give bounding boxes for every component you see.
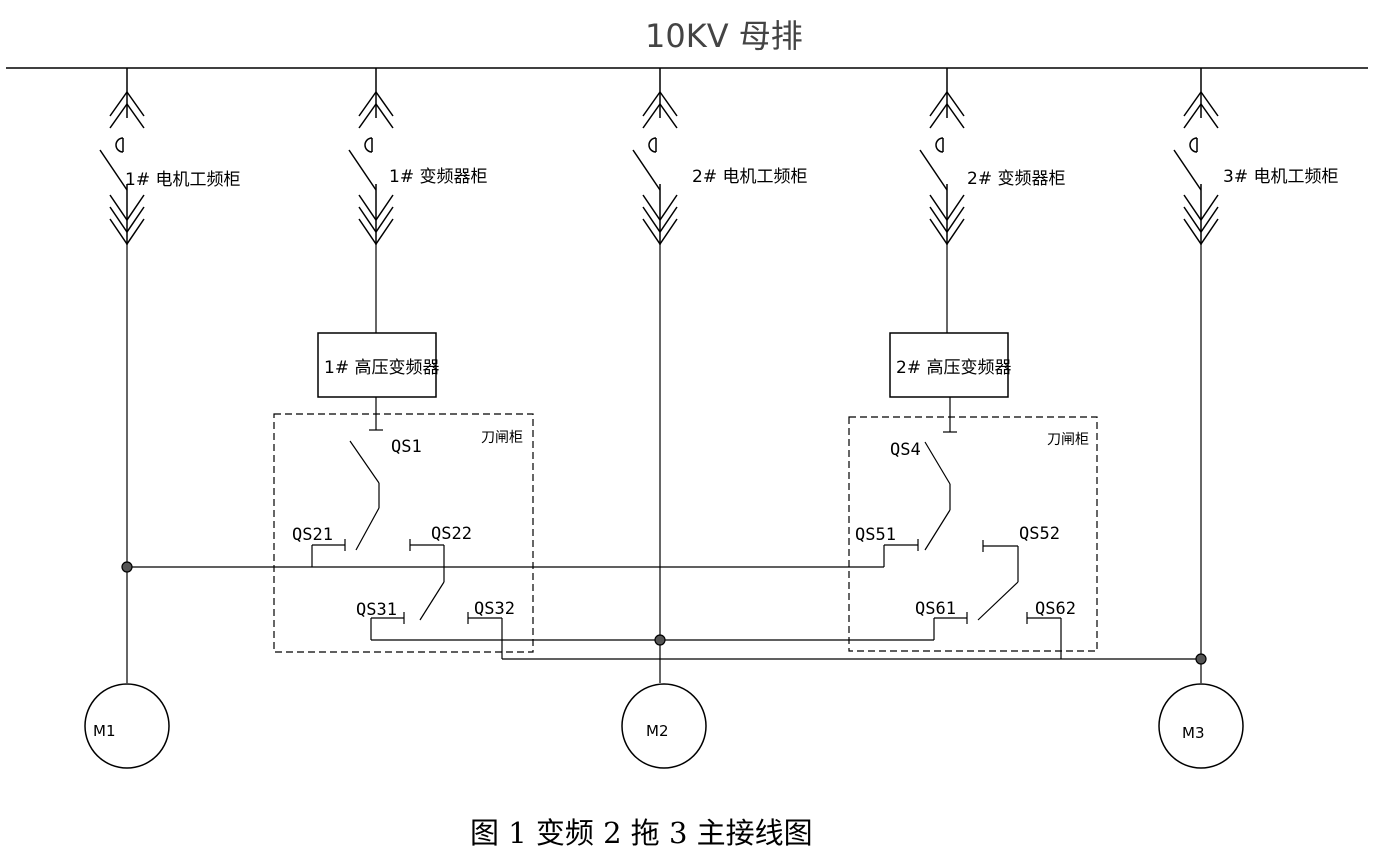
feeder-5-switchgear [1173,67,1219,246]
qs22-label: QS22 [431,524,472,544]
motor-1 [84,683,170,769]
feeder-3-switchgear [632,67,678,246]
qs31-label: QS31 [356,600,397,620]
cabinet-1-label: 刀闸柜 [481,430,523,446]
qs51-blade [924,509,951,551]
junction-node-m3 [1195,653,1207,665]
feeder-3-label: 2# 电机工频柜 [692,167,807,187]
qs21-blade [355,507,380,551]
bus-label: 10KV 母排 [645,17,803,55]
qs1-label: QS1 [391,437,422,457]
motor-2 [621,683,707,769]
qs51-label: QS51 [855,525,896,545]
vfd-1-label: 1# 高压变频器 [324,358,439,378]
feeder-2-label: 1# 变频器柜 [389,167,487,187]
qs21-label: QS21 [292,525,333,545]
feeder-4-switchgear [919,67,965,246]
feeder-1-label: 1# 电机工频柜 [125,170,240,190]
qs4-label: QS4 [890,440,921,460]
knife-cabinet-2 [848,416,1098,652]
qs1-blade [349,440,380,484]
qs61-blade [977,581,1019,621]
feeder-2-switchgear [348,67,394,246]
qs52-label: QS52 [1019,524,1060,544]
feeder-5-label: 3# 电机工频柜 [1223,167,1338,187]
motor-2-label: M2 [646,722,669,740]
knife-cabinet-1 [273,413,534,653]
motor-1-label: M1 [93,722,116,740]
figure-caption: 图 1 变频 2 拖 3 主接线图 [470,816,813,850]
feeder-4-label: 2# 变频器柜 [967,169,1065,189]
vfd-2-label: 2# 高压变频器 [896,358,1011,378]
qs61-label: QS61 [915,599,956,619]
qs31-blade [419,581,445,621]
feeder-1-switchgear [99,67,145,246]
qs4-blade [924,441,951,485]
junction-node-m2 [654,634,666,646]
qs62-label: QS62 [1035,599,1076,619]
qs32-label: QS32 [474,599,515,619]
motor-3-label: M3 [1182,724,1205,742]
junction-node-m1 [121,561,133,573]
motor-3 [1158,683,1244,769]
vfd-1-box [317,332,437,398]
vfd-2-box [889,332,1009,398]
cabinet-2-label: 刀闸柜 [1047,432,1089,448]
